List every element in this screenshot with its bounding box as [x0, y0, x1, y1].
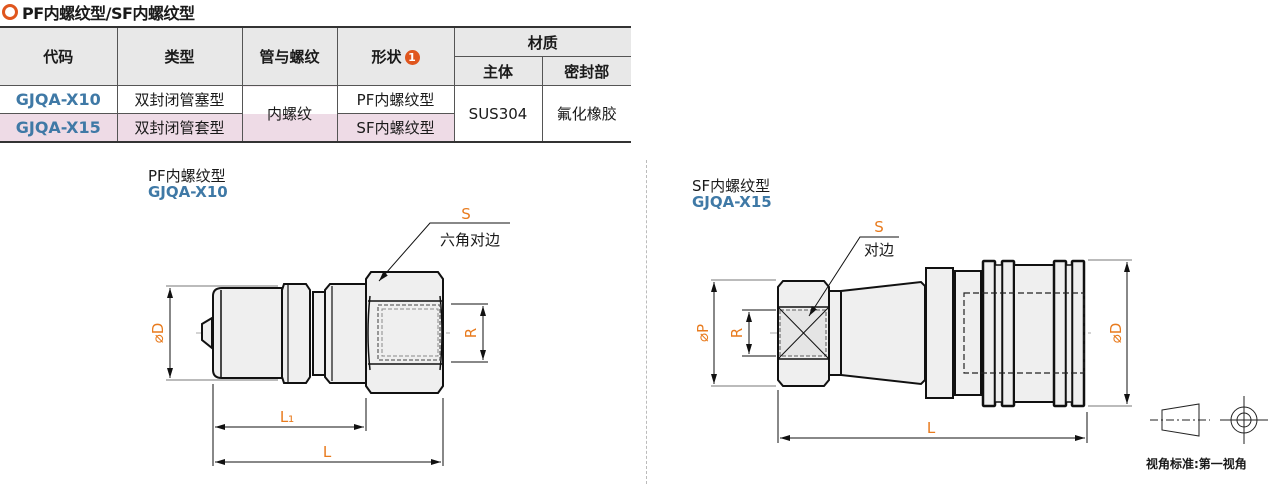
- pf-label-s: S: [461, 205, 471, 223]
- cell-shape: PF内螺纹型: [336, 85, 455, 114]
- cell-type: 双封闭管套型: [116, 113, 243, 143]
- circle-bullet-icon: [2, 4, 18, 20]
- header-code: 代码: [0, 26, 118, 86]
- cell-code: GJQA-X10: [0, 85, 118, 114]
- pf-label-l: L: [323, 443, 332, 461]
- cell-type: 双封闭管塞型: [116, 85, 243, 114]
- section-title: PF内螺纹型/SF内螺纹型: [2, 0, 195, 24]
- pf-label-d: ⌀D: [149, 323, 167, 344]
- header-pipe-thread: 管与螺纹: [241, 26, 338, 86]
- projection-note: 视角标准:第一视角: [1146, 457, 1247, 471]
- pf-dimension-labels: S 六角对边 ⌀D R L₁ L: [149, 205, 500, 461]
- sf-label-r: R: [728, 328, 746, 338]
- pf-dimensions: [166, 222, 510, 466]
- sf-label-s: S: [874, 218, 884, 236]
- first-angle-projection-icon: [1150, 396, 1268, 444]
- sf-label-l: L: [927, 419, 936, 437]
- header-body: 主体: [454, 56, 543, 86]
- drawing-divider: [646, 160, 647, 484]
- pf-drawing-title: PF内螺纹型 GJQA-X10: [148, 168, 228, 200]
- pf-label-hex: 六角对边: [440, 231, 500, 249]
- sf-dimension-labels: S 对边 ⌀P R ⌀D L: [694, 218, 1125, 437]
- sf-dimensions: [711, 236, 1132, 443]
- cell-body-material: SUS304: [453, 85, 543, 143]
- cell-shape: SF内螺纹型: [336, 113, 454, 143]
- header-seal: 密封部: [541, 56, 632, 86]
- header-type: 类型: [116, 26, 243, 86]
- cell-seal-material: 氟化橡胶: [541, 85, 632, 143]
- pf-drawing-code: GJQA-X10: [148, 183, 228, 201]
- sf-drawing-title: SF内螺纹型 GJQA-X15: [692, 178, 772, 210]
- sf-drawing-code: GJQA-X15: [692, 193, 772, 211]
- sf-label-p: ⌀P: [694, 324, 712, 342]
- sf-drawing-name: SF内螺纹型: [692, 177, 771, 195]
- header-shape-label: 形状: [371, 48, 402, 66]
- pf-drawing-name: PF内螺纹型: [148, 167, 226, 185]
- sf-socket-drawing: [770, 259, 1095, 408]
- table-row: GJQA-X15 双封闭管套型 SF内螺纹型: [0, 113, 631, 143]
- sf-label-d: ⌀D: [1107, 323, 1125, 344]
- section-title-text: PF内螺纹型/SF内螺纹型: [22, 4, 195, 23]
- pf-label-l1: L₁: [280, 408, 294, 426]
- pf-label-r: R: [462, 328, 480, 338]
- sf-label-hex: 对边: [864, 241, 894, 259]
- table-row: GJQA-X10 双封闭管塞型 内螺纹 PF内螺纹型 SUS304 氟化橡胶: [0, 85, 632, 143]
- note-badge-icon: 1: [404, 50, 420, 65]
- cell-code: GJQA-X15: [0, 113, 118, 143]
- pf-plug-drawing: [196, 271, 450, 394]
- cell-pipe-thread: 内螺纹: [241, 85, 338, 143]
